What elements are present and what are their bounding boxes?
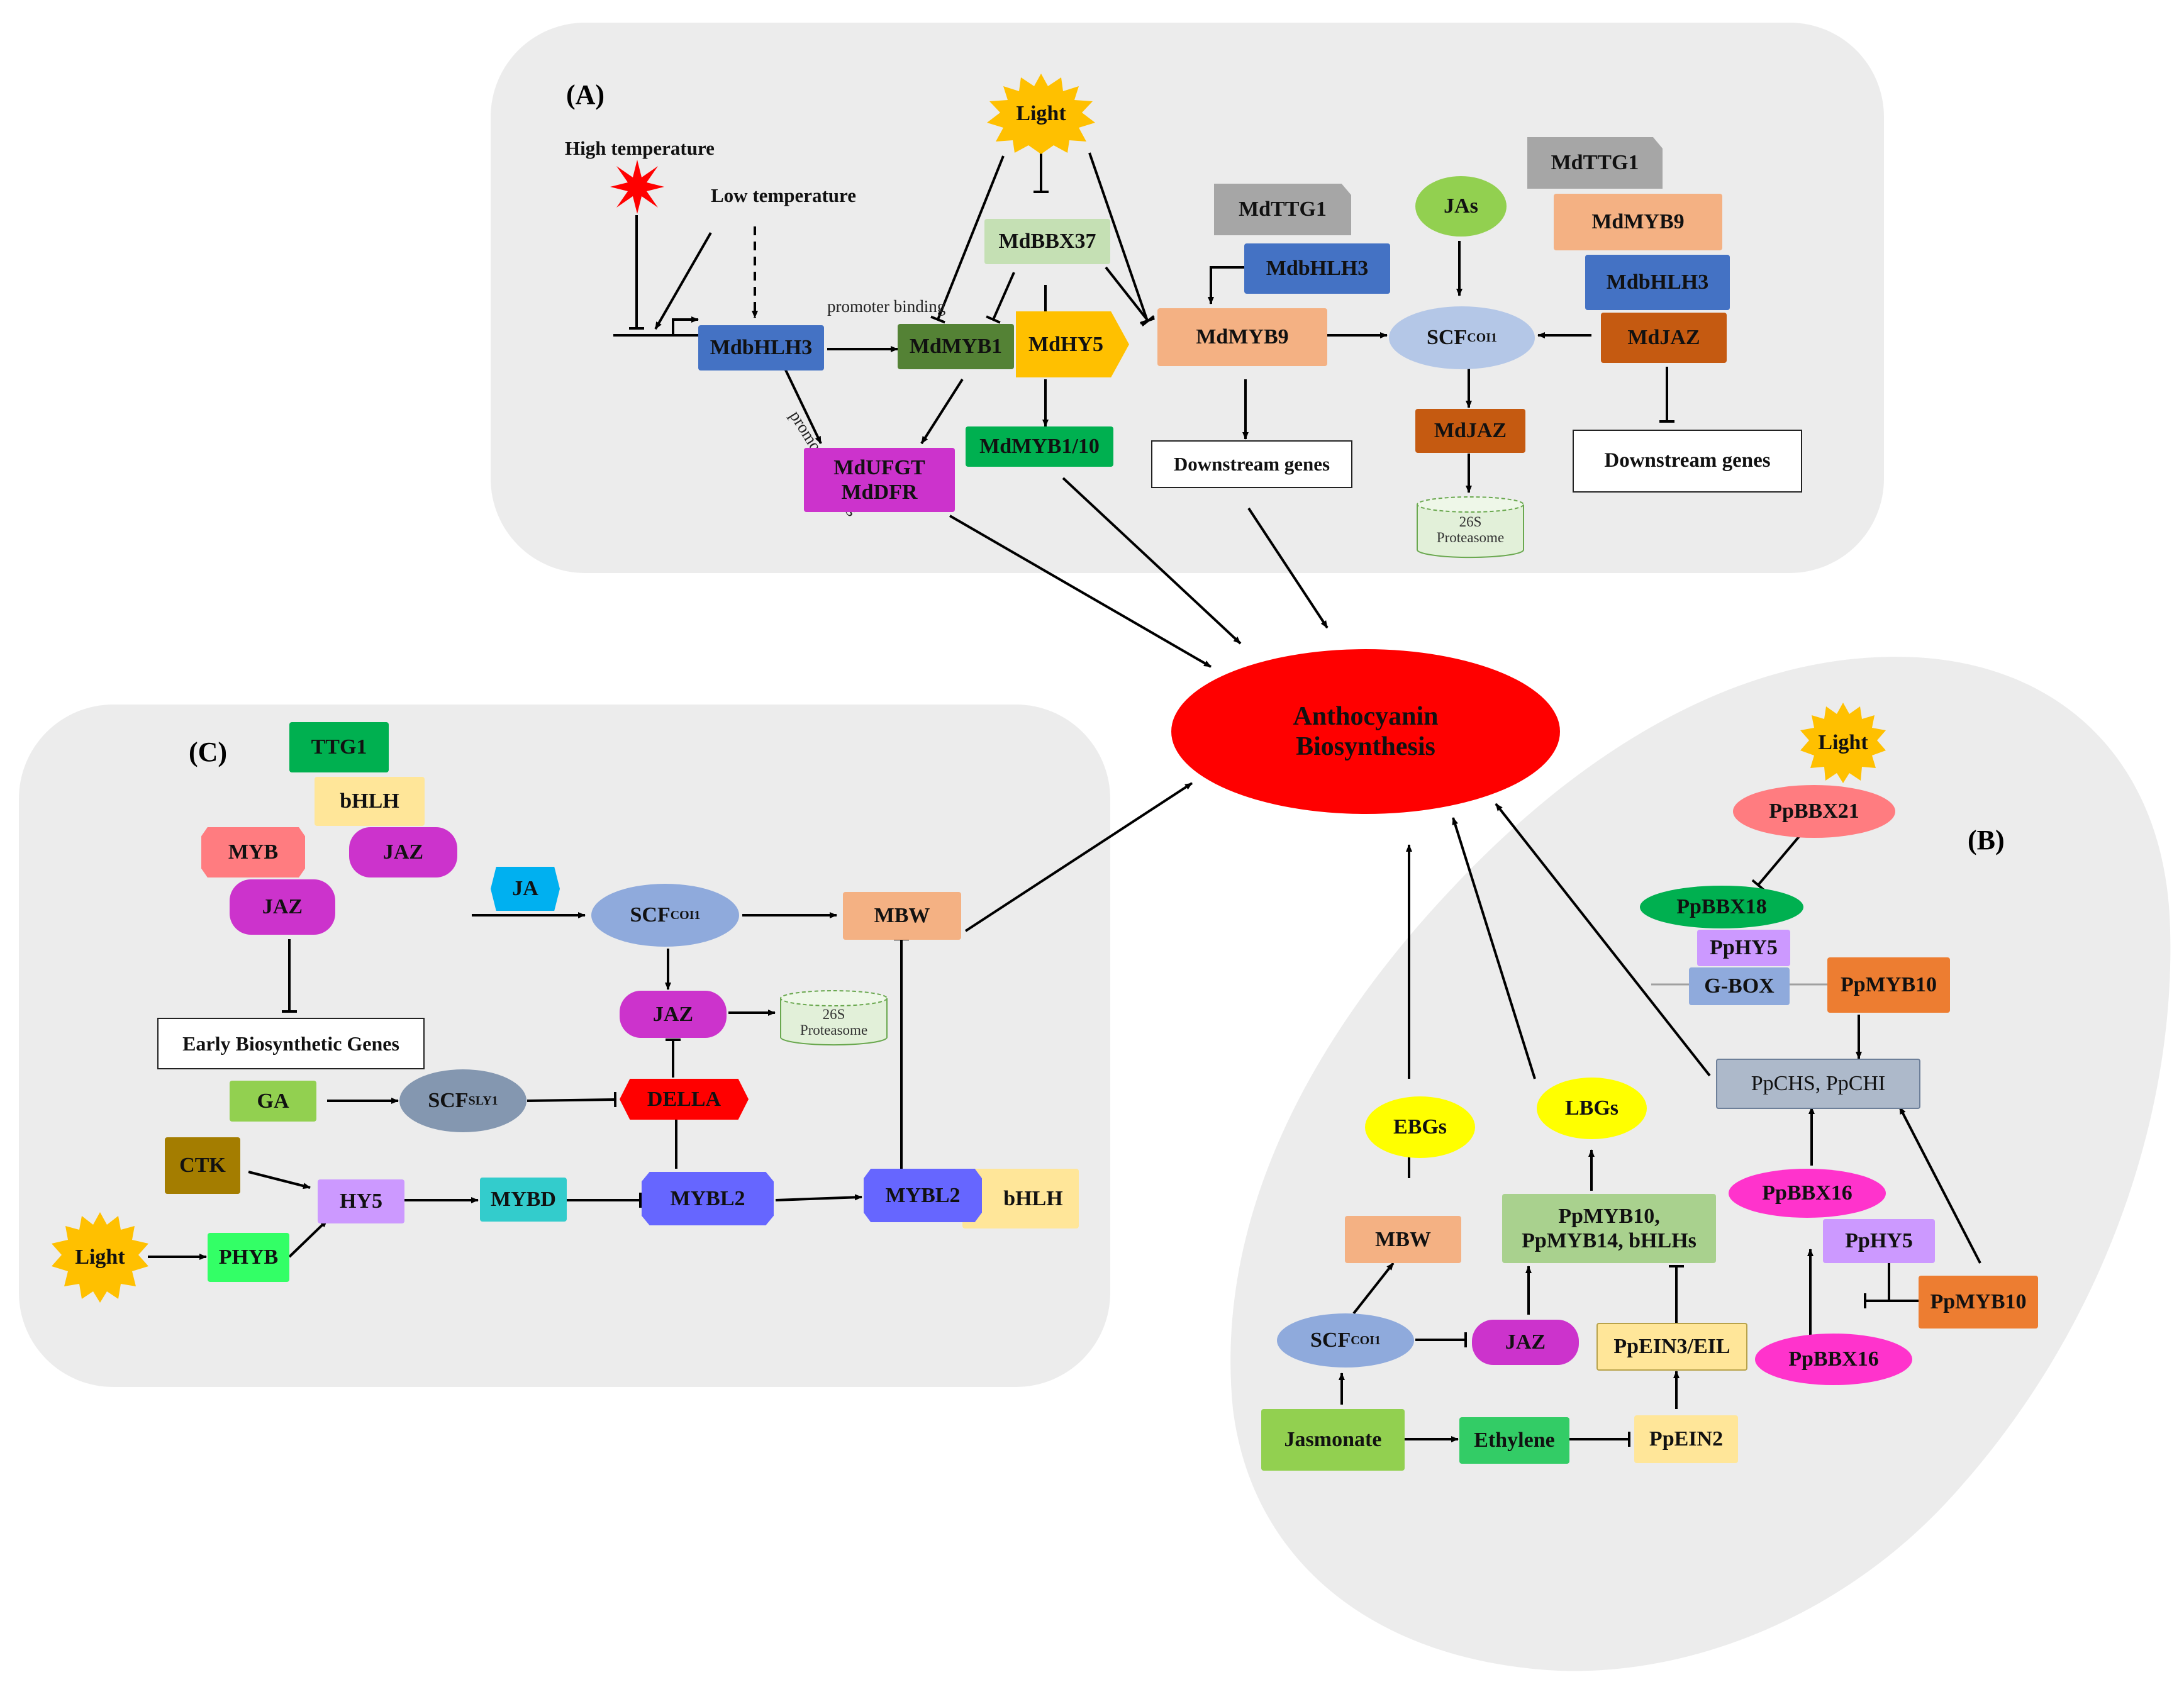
ethylene-node: Ethylene [1459, 1417, 1569, 1464]
pphy5-node-a: PpHY5 [1697, 930, 1790, 966]
ppein2-node: PpEIN2 [1634, 1415, 1738, 1463]
ppmyb-group-label-2: PpMYB14, bHLHs [1522, 1229, 1696, 1252]
jaz-node-c1: JAZ [349, 827, 457, 877]
center-label-2: Biosynthesis [1296, 732, 1435, 761]
anthocyanin-biosynthesis-node: Anthocyanin Biosynthesis [1171, 649, 1560, 814]
panel-c-label: (C) [189, 737, 228, 767]
ppbbx21-node: PpBBX21 [1733, 785, 1895, 838]
panel-b-label: (B) [1968, 825, 2005, 855]
ppchs-ppchi-node: PpCHS, PpCHI [1716, 1059, 1920, 1109]
jaz-node-c3: JAZ [620, 991, 727, 1038]
scf-label-a: SCF [1426, 326, 1468, 350]
light-label-a: Light [1016, 102, 1066, 125]
jaz-node-c2: JAZ [230, 879, 335, 935]
proteasome-a: 26S Proteasome [1415, 496, 1525, 559]
downstream-genes-b: Downstream genes [1573, 430, 1802, 493]
scf-sly1-label: SCF [428, 1089, 469, 1113]
low-temperature-label: Low temperature [711, 184, 857, 206]
light-source-a: Light [984, 72, 1098, 155]
jas-node: JAs [1415, 176, 1507, 237]
mdmyb9-node-b: MdMYB9 [1554, 194, 1722, 250]
high-temperature-label: High temperature [565, 137, 715, 159]
scf-label-c: SCF [630, 903, 671, 927]
sun-icon-b [1800, 703, 1886, 783]
mdbhlh3-node-c: MdbHLH3 [1585, 255, 1730, 310]
scf-sly1-sup: SLY1 [468, 1093, 498, 1108]
panel-a-label: (A) [566, 79, 605, 110]
pphy5-node-b: PpHY5 [1823, 1219, 1935, 1263]
light-label-c: Light [75, 1245, 125, 1269]
phyb-node: PHYB [208, 1233, 289, 1282]
ebgs-node: EBGs [1365, 1096, 1475, 1158]
ttg1-node: TTG1 [289, 722, 389, 772]
proteasome-c: 26S Proteasome [779, 989, 889, 1046]
mdttg1-node-a: MdTTG1 [1214, 184, 1351, 235]
ppmyb-group-label-1: PpMYB10, [1558, 1204, 1660, 1228]
heat-burst-icon [610, 160, 664, 214]
ppbbx16-node-a: PpBBX16 [1729, 1169, 1886, 1218]
myb-node: MYB [201, 827, 305, 877]
mdbhlh3-node-b: MdbHLH3 [1244, 243, 1390, 294]
proteasome-a-label-2: Proteasome [1436, 530, 1505, 545]
light-source-b: Light [1799, 701, 1887, 784]
scf-sup-b: COI1 [1351, 1333, 1381, 1347]
jaz-node-b: JAZ [1472, 1320, 1579, 1365]
mdbbx37-node: MdBBX37 [984, 219, 1110, 264]
mdufgt-mddfr-node: MdUFGT MdDFR [804, 448, 955, 512]
ppbbx16-node-b: PpBBX16 [1755, 1334, 1912, 1385]
ppmyb10-node-a: PpMYB10 [1827, 957, 1950, 1013]
light-label-b: Light [1818, 731, 1868, 754]
downstream-genes-a: Downstream genes [1151, 440, 1352, 488]
mybl2-node-a: MYBL2 [642, 1172, 774, 1225]
mdttg1-node-b: MdTTG1 [1527, 137, 1663, 189]
jasmonate-node: Jasmonate [1261, 1409, 1405, 1471]
mdjaz-node-a: MdJAZ [1415, 409, 1525, 453]
mbw-node-c: MBW [843, 892, 961, 940]
mbw-node-b: MBW [1345, 1216, 1461, 1263]
proteasome-cylinder-icon [1417, 496, 1524, 559]
mddfr-label: MdDFR [841, 481, 918, 504]
mdbhlh3-node: MdbHLH3 [698, 325, 824, 370]
mdmyb1-10-node: MdMYB1/10 [966, 426, 1113, 467]
mdjaz-node-b: MdJAZ [1601, 313, 1727, 363]
ppbbx18-node: PpBBX18 [1640, 886, 1803, 928]
scf-sup-c: COI1 [670, 908, 701, 922]
proteasome-c-label-1: 26S [822, 1006, 845, 1022]
ppmyb10-node-b: PpMYB10 [1919, 1276, 2038, 1329]
center-label-1: Anthocyanin [1293, 701, 1439, 731]
early-biosynthetic-genes: Early Biosynthetic Genes [157, 1018, 425, 1069]
proteasome-cylinder-icon-c [780, 990, 888, 1046]
ga-node: GA [230, 1081, 316, 1122]
gbox-node: G-BOX [1689, 967, 1790, 1005]
mdmyb1-node: MdMYB1 [898, 324, 1014, 369]
proteasome-c-label-2: Proteasome [800, 1022, 868, 1038]
scf-label-b: SCF [1310, 1329, 1351, 1352]
mdhy5-node: MdHY5 [1016, 311, 1129, 377]
bhlh-node-a: bHLH [315, 777, 425, 826]
hy5-node: HY5 [318, 1179, 404, 1223]
proteasome-a-label-1: 26S [1459, 514, 1482, 530]
sun-icon [987, 74, 1095, 154]
ja-node: JA [491, 867, 560, 911]
ctk-node: CTK [165, 1137, 240, 1194]
mdmyb9-node-a: MdMYB9 [1157, 308, 1327, 366]
sun-icon-c [52, 1212, 148, 1303]
lbgs-node: LBGs [1537, 1078, 1647, 1139]
mybd-node: MYBD [480, 1178, 567, 1222]
ppmyb-bhlh-node: PpMYB10, PpMYB14, bHLHs [1502, 1194, 1716, 1263]
mybl2-node-b: MYBL2 [864, 1169, 982, 1222]
ppein3-eil-node: PpEIN3/EIL [1596, 1323, 1747, 1371]
light-source-c: Light [50, 1211, 150, 1304]
promoter-binding-label-1: promoter binding [827, 297, 946, 316]
scf-sup-a: COI1 [1467, 330, 1498, 345]
della-node: DELLA [620, 1079, 749, 1120]
mdufgt-label: MdUFGT [833, 455, 925, 479]
